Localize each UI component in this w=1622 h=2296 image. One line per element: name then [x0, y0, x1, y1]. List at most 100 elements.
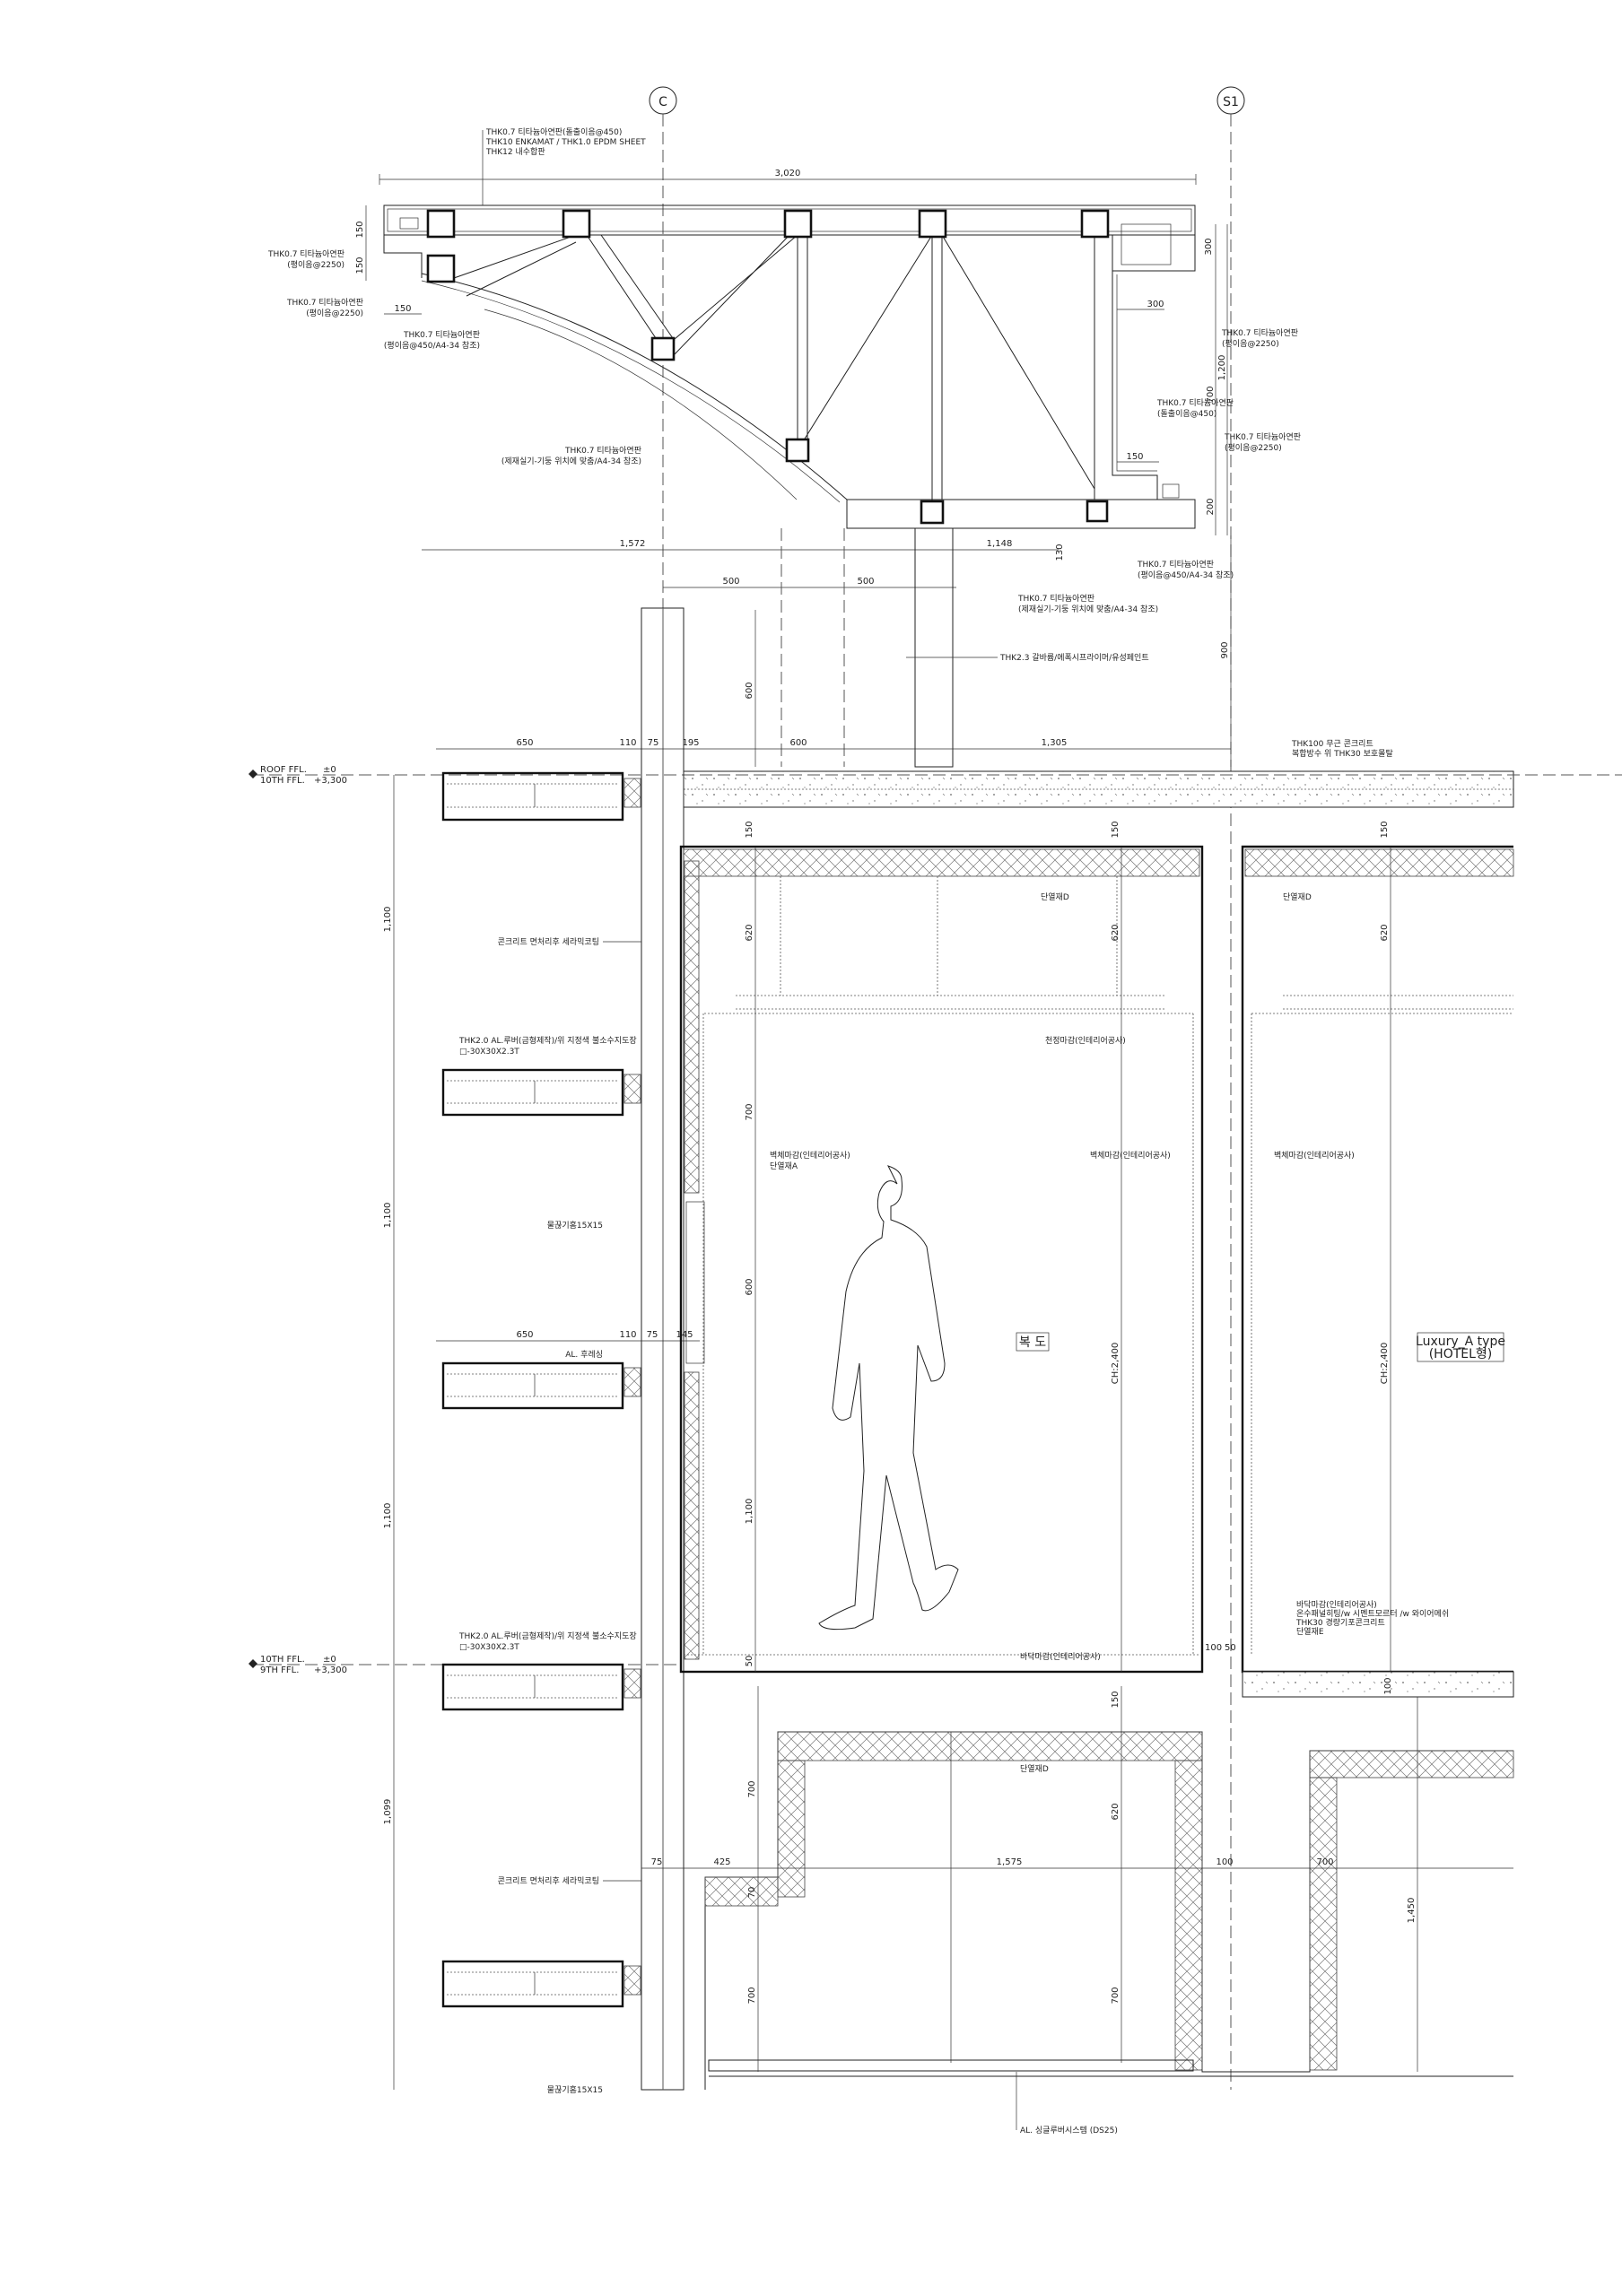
louver-dimensions: 1,100 1,100 1,100 1,099 650 110 75 145 [383, 775, 700, 2090]
room-label-corridor: 복 도 [1019, 1335, 1046, 1350]
dim: 1,100 [383, 1503, 393, 1529]
dim: 195 [682, 738, 699, 748]
dim: 1,572 [620, 539, 646, 549]
dim: 300 [1147, 300, 1164, 309]
dim-truss-width: 3,020 [775, 169, 801, 178]
note: (돌출이음@450) [1157, 409, 1216, 419]
steel-column [780, 527, 954, 768]
note: THK2.0 AL.루버(금형제작)/위 지정색 불소수지도장 [458, 1631, 637, 1641]
dim: 150 [745, 821, 754, 838]
dim: 700 [745, 1103, 754, 1120]
dim: 150 [1380, 821, 1390, 838]
dim: 1,450 [1407, 1898, 1417, 1924]
louver [441, 1361, 641, 1410]
note: 온수패널히팅/w 시멘트모르터 /w 와이어메쉬 [1296, 1608, 1449, 1619]
note: THK0.7 티타늄아연판 [564, 446, 641, 456]
dim: 500 [722, 577, 739, 587]
note: □-30X30X2.3T [459, 1643, 519, 1652]
note: (평이음@2250) [306, 309, 363, 318]
note: 천정마감(인테리어공사) [1045, 1035, 1126, 1046]
dim: 50 [745, 1656, 754, 1667]
dim: 620 [1380, 924, 1390, 941]
note: THK10 ENKAMAT / THK1.0 EPDM SHEET [485, 138, 646, 147]
note: THK0.7 티타늄아연판 [1156, 398, 1234, 408]
dim: 130 [1055, 544, 1065, 561]
note: 단열재A [770, 1161, 798, 1171]
note: 벽체마감(인테리어공사) [1090, 1150, 1171, 1161]
dim: 700 [1206, 386, 1216, 403]
grid-label-c: C [658, 95, 667, 109]
dim: 700 [747, 1987, 757, 2004]
note: 바닥마감(인테리어공사) [1296, 1599, 1377, 1610]
note: (평이음@450/A4-34 참조) [384, 341, 480, 351]
note: THK0.7 티타늄아연판 [1017, 594, 1094, 604]
dim: 70 [747, 1887, 757, 1899]
note: 물끊기홈15X15 [547, 2084, 603, 2095]
wall-notes: 콘크리트 면처리후 세라믹코팅 콘크리트 면처리후 세라믹코팅 THK2.0 A… [458, 936, 641, 2095]
roof-slab [683, 770, 1514, 808]
dim: 600 [745, 682, 754, 699]
note: 단열재D [1020, 1764, 1049, 1774]
note: THK0.7 티타늄아연판 [1224, 432, 1301, 442]
dim: 700 [747, 1780, 757, 1797]
dim: 300 [1204, 238, 1214, 255]
louvers [441, 771, 641, 2008]
level-value: ±0 [323, 765, 336, 775]
lower-floor-section: 150 75 425 1,575 100 700 700 70 700 620 … [641, 1686, 1514, 2135]
dim: 150 [355, 221, 365, 238]
note: THK0.7 티타늄아연판 [286, 298, 363, 308]
dim: 650 [516, 1330, 533, 1340]
dim: 700 [1316, 1857, 1333, 1867]
note: THK2.0 AL.루버(금형제작)/위 지정색 불소수지도장 [458, 1036, 637, 1046]
louver [441, 1960, 641, 2008]
dim: 1,100 [383, 1203, 393, 1229]
note: THK30 경량기포콘크리트 [1295, 1617, 1385, 1628]
dim: 110 [619, 1330, 636, 1340]
dim: 1,148 [987, 539, 1013, 549]
dim-ceiling-height: CH:2,400 [1111, 1343, 1121, 1385]
louver [441, 1663, 641, 1711]
note: THK2.3 갈바륨/에폭시프라이머/유성페인트 [999, 653, 1149, 663]
level-label: 10TH FFL. [260, 776, 305, 786]
note: 바닥마감(인테리어공사) [1020, 1651, 1101, 1662]
note: 복합방수 위 THK30 보호몰탈 [1292, 749, 1393, 759]
dim: 150 [394, 304, 411, 314]
level-marker-roof: ROOF FFL. ±0 10TH FFL. +3,300 [249, 765, 1622, 786]
dim: 150 [1126, 452, 1143, 462]
dim: 620 [745, 924, 754, 941]
dim: 75 [648, 738, 659, 748]
note: THK0.7 티타늄아연판 [1221, 328, 1298, 338]
human-figure [818, 1165, 959, 1631]
level-label: 9TH FFL. [260, 1665, 299, 1675]
level-value: +3,300 [314, 1665, 347, 1675]
roof-truss: 3,020 [379, 169, 1197, 529]
dim: 150 [1111, 821, 1121, 838]
note: THK0.7 티타늄아연판 [403, 330, 480, 340]
note: □-30X30X2.3T [459, 1048, 519, 1057]
dim: 425 [713, 1857, 730, 1867]
grid-line-c: C [649, 86, 677, 2090]
dim: 100 [1216, 1857, 1233, 1867]
room-label-unit-type: (HOTEL형) [1429, 1347, 1493, 1361]
dim: 50 [1225, 1643, 1236, 1653]
truss-notes: THK0.7 티타늄아연판(돌출이음@450) THK10 ENKAMAT / … [267, 127, 1301, 663]
room-label-unit: Luxury_A type [1416, 1335, 1505, 1349]
dim: 150 [1111, 1691, 1121, 1708]
note: THK12 내수합판 [485, 147, 545, 157]
dim: 75 [651, 1857, 663, 1867]
dim: 1,305 [1042, 738, 1068, 748]
note: (평이음@2250) [1222, 339, 1279, 349]
note: THK0.7 티타늄아연판 [267, 249, 344, 259]
note: THK100 무근 콘크리트 [1291, 739, 1373, 749]
level-value: ±0 [323, 1655, 336, 1665]
dim: 620 [1111, 1803, 1121, 1820]
dim: 650 [516, 738, 533, 748]
dim: 110 [619, 738, 636, 748]
dim: 1,200 [1217, 355, 1227, 381]
dim: 900 [1220, 641, 1230, 658]
top-dimensions: 650 110 75 195 600 1,305 THK100 무근 콘크리트 … [436, 738, 1393, 759]
dim: 100 [1383, 1677, 1393, 1694]
dim: 200 [1206, 498, 1216, 515]
note: 물끊기홈15X15 [547, 1220, 603, 1231]
